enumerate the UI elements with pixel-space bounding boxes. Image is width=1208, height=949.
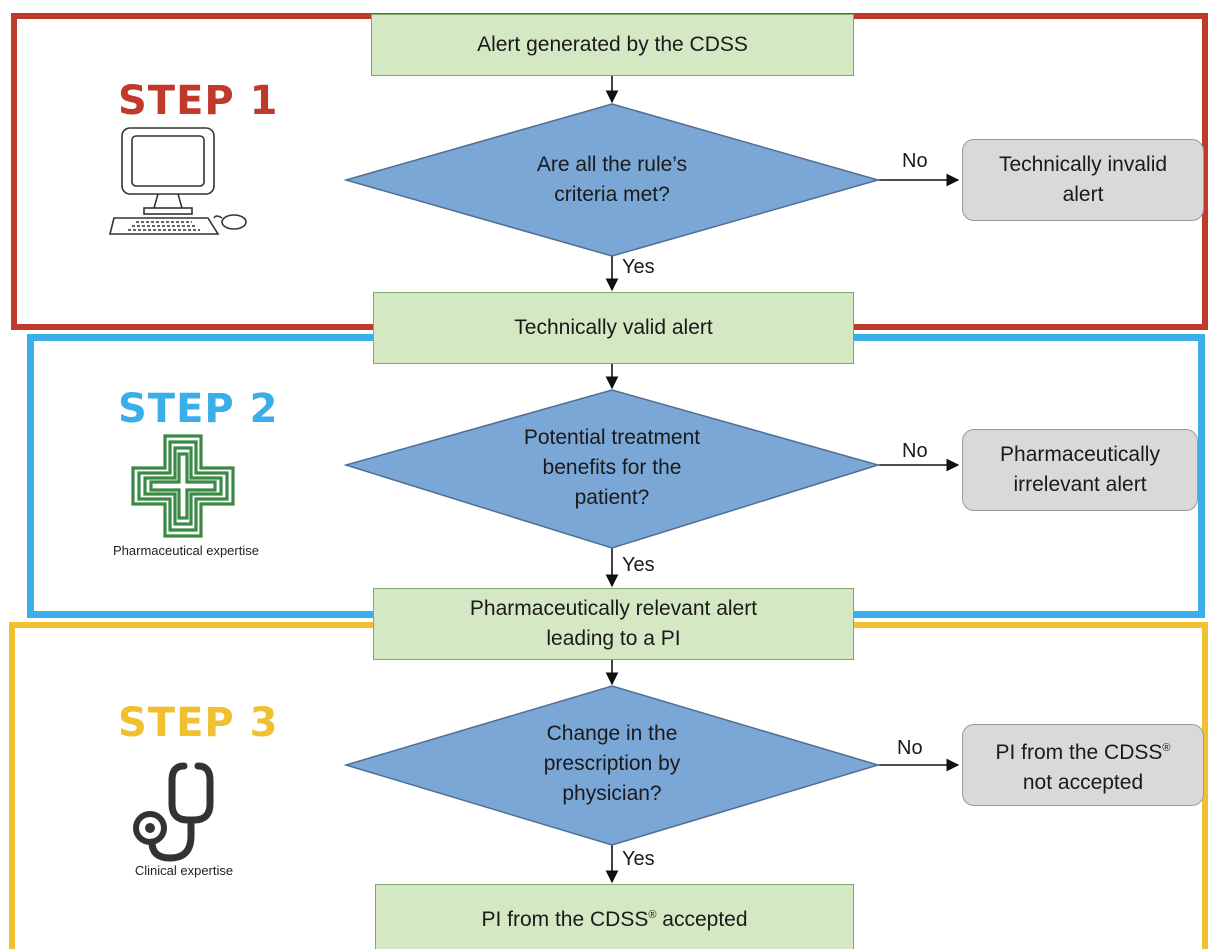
edge-label-no-2: No xyxy=(902,440,928,462)
decision-diamond-2 xyxy=(343,389,881,549)
decision-3-line-2: prescription by xyxy=(543,752,681,775)
pi-accepted-pre: PI from the CDSS xyxy=(481,907,649,931)
relevant-line-2: leading to a PI xyxy=(546,627,681,650)
step1-label: STEP 1 xyxy=(118,78,279,124)
step2-label: STEP 2 xyxy=(118,386,279,432)
decision-2-line-3: patient? xyxy=(574,486,650,509)
invalid-line-2: alert xyxy=(1062,183,1104,206)
node-technically-invalid: Technically invalid alert xyxy=(962,139,1204,221)
not-accepted-line-2: not accepted xyxy=(1022,770,1144,794)
decision-1-line-2: criteria met? xyxy=(554,183,670,206)
decision-2-line-2: benefits for the xyxy=(542,456,682,479)
decision-diamond-3 xyxy=(343,685,881,846)
edge-label-yes-2: Yes xyxy=(622,554,655,576)
node-technically-valid: Technically valid alert xyxy=(373,292,854,364)
step3-caption: Clinical expertise xyxy=(134,863,234,878)
edge-label-no-3: No xyxy=(897,737,923,759)
decision-diamond-1 xyxy=(343,103,881,257)
irrelevant-line-1: Pharmaceutically xyxy=(1000,443,1160,466)
step2-caption: Pharmaceutical expertise xyxy=(113,543,259,558)
step3-label: STEP 3 xyxy=(118,700,279,746)
node-pi-not-accepted: PI from the CDSS® not accepted xyxy=(962,724,1204,806)
decision-3-text: Change in the prescription by physician? xyxy=(446,716,778,812)
irrelevant-line-2: irrelevant alert xyxy=(1013,473,1147,496)
edge-label-yes-1: Yes xyxy=(622,256,655,278)
registered-mark: ® xyxy=(648,908,657,921)
node-alert-generated-text: Alert generated by the CDSS xyxy=(477,33,748,56)
pi-accepted-text: PI from the CDSS® accepted xyxy=(481,900,747,935)
decision-3-line-3: physician? xyxy=(562,782,662,805)
stethoscope-icon xyxy=(133,762,214,862)
node-technically-valid-text: Technically valid alert xyxy=(514,316,713,339)
edge-label-yes-3: Yes xyxy=(622,848,655,870)
decision-1-line-1: Are all the rule’s xyxy=(536,153,688,176)
node-pharma-irrelevant: Pharmaceutically irrelevant alert xyxy=(962,429,1198,511)
relevant-line-1: Pharmaceutically relevant alert xyxy=(469,597,758,620)
not-accepted-line-1-text: PI from the CDSS xyxy=(995,740,1163,764)
node-alert-generated: Alert generated by the CDSS xyxy=(371,14,854,76)
decision-1-text: Are all the rule’s criteria met? xyxy=(446,140,778,220)
pi-accepted-post: accepted xyxy=(656,907,748,931)
node-pi-accepted: PI from the CDSS® accepted xyxy=(375,884,854,949)
decision-3-line-1: Change in the xyxy=(546,722,678,745)
edge-label-no-1: No xyxy=(902,150,928,172)
registered-mark: ® xyxy=(1162,741,1171,754)
decision-2-line-1: Potential treatment xyxy=(523,426,701,449)
pharmacy-cross-icon xyxy=(131,434,235,538)
computer-icon xyxy=(108,127,247,235)
not-accepted-line-1: PI from the CDSS® xyxy=(996,733,1171,768)
node-pharma-relevant: Pharmaceutically relevant alert leading … xyxy=(373,588,854,660)
invalid-line-1: Technically invalid xyxy=(998,153,1168,176)
decision-2-text: Potential treatment benefits for the pat… xyxy=(446,420,778,516)
